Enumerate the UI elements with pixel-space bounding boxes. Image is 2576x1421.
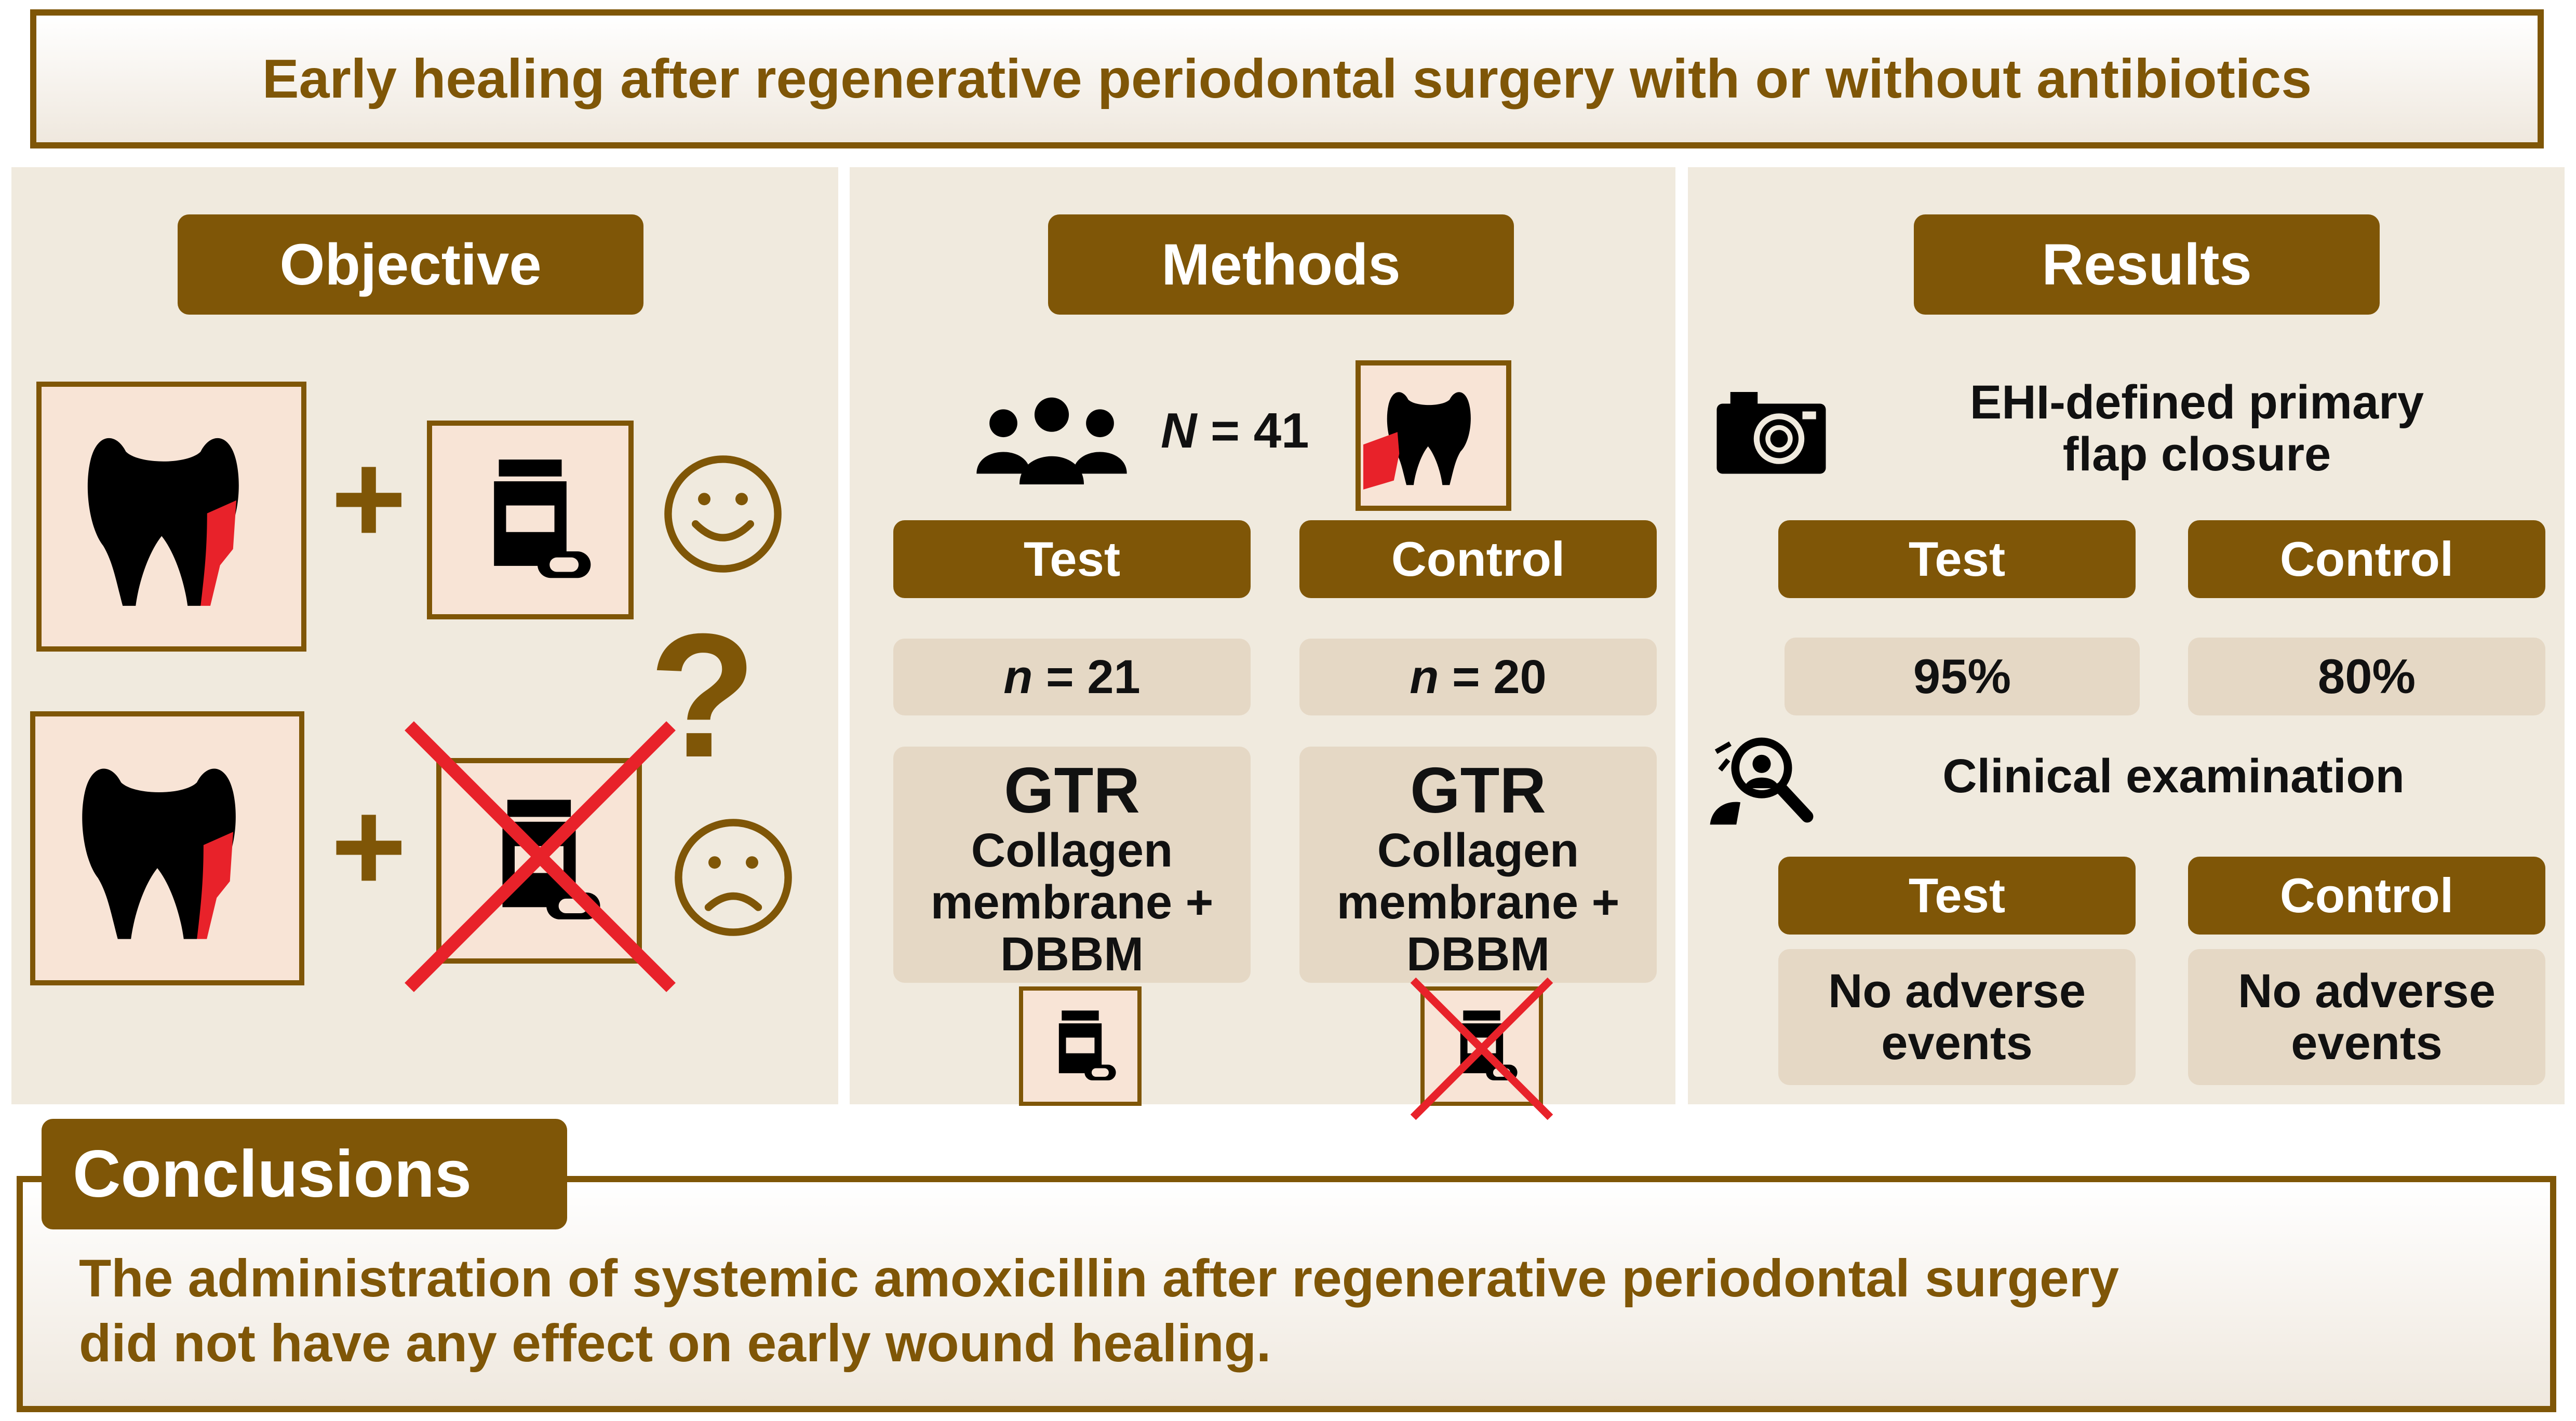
ehi-label-line-1: EHI-defined primary: [1969, 376, 2424, 429]
conclusions-heading: Conclusions: [42, 1119, 567, 1229]
conclusions-line-1: The administration of systemic amoxicill…: [79, 1249, 2119, 1308]
tooth-icon-row1: [36, 382, 306, 652]
methods-control-treatment-title: GTR: [1410, 755, 1546, 827]
crossed-out-pill-bottle-icon: [1410, 977, 1553, 1120]
methods-test-label: Test: [893, 520, 1251, 598]
results-clinical-control-line-2: events: [2291, 1017, 2443, 1070]
results-clinical-test-value: No adverse events: [1778, 949, 2136, 1085]
antibiotic-pill-bottle-icon: [494, 459, 591, 578]
methods-control-treatment-line-3: DBBM: [1406, 928, 1550, 981]
results-clinical-control-label: Control: [2188, 857, 2545, 935]
results-clinical-control-value: No adverse events: [2188, 949, 2545, 1085]
plus-sign-row1: +: [331, 426, 407, 571]
smiley-face-icon: [664, 455, 782, 573]
results-flap-control-value: 80%: [2188, 638, 2545, 715]
plus-sign-row2: +: [331, 774, 407, 918]
tooth-with-defect-icon: [1363, 392, 1471, 490]
results-flap-test-label: Test: [1778, 520, 2136, 598]
methods-control-n-value: = 20: [1439, 650, 1547, 703]
total-n: N = 41: [1161, 397, 1337, 465]
results-clinical-test-line-2: events: [1881, 1017, 2033, 1070]
methods-test-treatment: GTR Collagen membrane + DBBM: [893, 747, 1251, 983]
methods-control-label: Control: [1299, 520, 1657, 598]
results-flap-control-label: Control: [2188, 520, 2545, 598]
methods-test-n-value: = 21: [1032, 650, 1141, 703]
methods-heading: Methods: [1048, 214, 1514, 315]
pill-bottle-box-row1: [427, 421, 634, 619]
methods-control-treatment: GTR Collagen membrane + DBBM: [1299, 747, 1657, 983]
results-flap-test-value: 95%: [1785, 638, 2140, 715]
results-clinical-test-line-1: No adverse: [1828, 965, 2086, 1018]
ehi-label-line-2: flap closure: [2062, 428, 2331, 481]
results-panel: [1688, 167, 2565, 1104]
clinical-examination-icon: [1710, 737, 1814, 825]
people-group-icon: [976, 397, 1127, 484]
tooth-with-defect-icon: [82, 768, 236, 939]
tooth-with-defect-icon: [87, 438, 239, 606]
total-n-symbol: N: [1161, 403, 1197, 458]
ehi-label: EHI-defined primary flap closure: [1870, 376, 2524, 491]
question-mark-icon: ?: [649, 597, 757, 794]
results-heading: Results: [1914, 214, 2380, 315]
methods-test-antibiotic-box: [1019, 986, 1142, 1106]
results-clinical-control-line-1: No adverse: [2237, 965, 2496, 1018]
methods-test-treatment-title: GTR: [1004, 755, 1140, 827]
methods-test-treatment-line-1: Collagen: [971, 824, 1173, 877]
methods-test-treatment-line-3: DBBM: [1000, 928, 1144, 981]
methods-control-n-symbol: n: [1410, 650, 1439, 703]
methods-test-n: n = 21: [893, 639, 1251, 715]
page-title: Early healing after regenerative periodo…: [262, 48, 2312, 110]
total-n-value: = 41: [1197, 403, 1309, 458]
methods-control-treatment-line-1: Collagen: [1377, 824, 1579, 877]
methods-control-treatment-line-2: membrane +: [1336, 876, 1620, 929]
conclusions-line-2: did not have any effect on early wound h…: [79, 1314, 1271, 1373]
methods-test-treatment-line-2: membrane +: [930, 876, 1214, 929]
methods-test-n-symbol: n: [1003, 650, 1033, 703]
sad-face-icon: [675, 819, 792, 936]
title-frame: Early healing after regenerative periodo…: [30, 9, 2544, 148]
tooth-icon-row2: [30, 711, 304, 985]
antibiotic-pill-bottle-icon: [1058, 1010, 1116, 1080]
conclusions-text: The administration of systemic amoxicill…: [79, 1246, 2520, 1402]
results-clinical-test-label: Test: [1778, 857, 2136, 935]
methods-tooth-box: [1356, 360, 1511, 511]
camera-icon: [1716, 392, 1826, 474]
clinical-examination-label: Clinical examination: [1942, 750, 2405, 803]
crossed-out-pill-bottle-icon: [405, 721, 676, 992]
objective-heading: Objective: [178, 214, 643, 315]
methods-control-n: n = 20: [1299, 639, 1657, 715]
